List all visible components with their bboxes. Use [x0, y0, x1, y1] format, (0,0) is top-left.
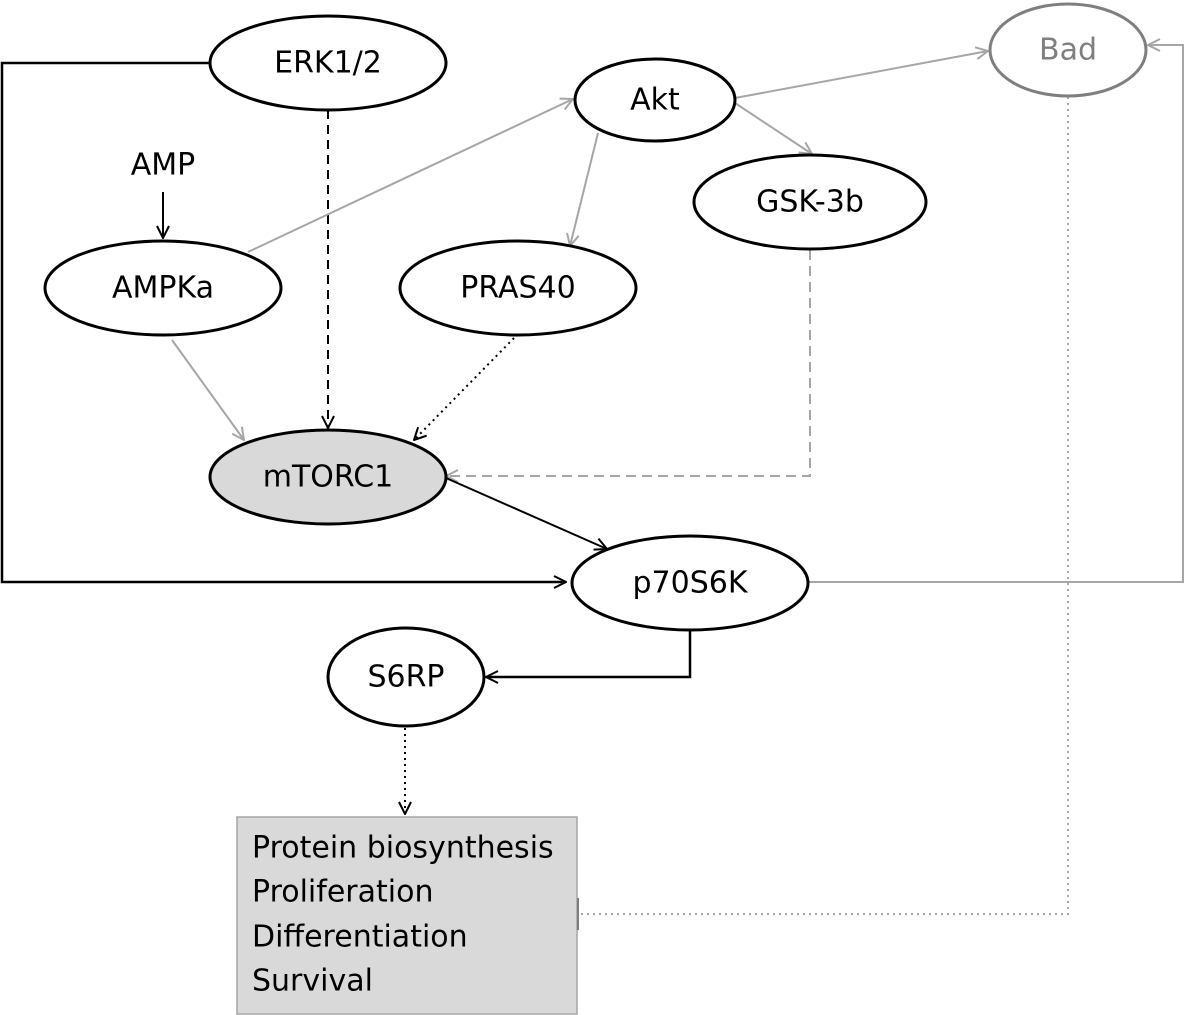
node-akt-label: Akt: [630, 83, 680, 118]
node-pras40: PRAS40: [398, 239, 638, 337]
node-bad-label: Bad: [1039, 33, 1097, 68]
node-erk: ERK1/2: [208, 14, 448, 112]
node-akt: Akt: [573, 57, 737, 143]
node-mtorc1-label: mTORC1: [263, 460, 394, 495]
node-mtorc1: mTORC1: [208, 428, 448, 526]
outcome-item: Proliferation: [252, 875, 433, 910]
edge-gsk3b-mtorc1: [446, 250, 811, 476]
edge-akt-bad: [734, 51, 988, 99]
edge-erk-p70s6k: [0, 61, 566, 582]
node-s6rp: S6RP: [326, 626, 486, 728]
edge-ampka-akt: [247, 99, 573, 253]
node-pras40-label: PRAS40: [460, 271, 575, 306]
edge-pras40-mtorc1: [414, 337, 515, 440]
node-gsk3b-label: GSK-3b: [756, 185, 864, 220]
node-p70s6k: p70S6K: [570, 534, 810, 632]
outcomes-box: Protein biosynthesis Proliferation Diffe…: [236, 816, 578, 1015]
outcome-item: Differentiation: [252, 920, 468, 955]
edge-akt-gsk3b: [734, 102, 812, 154]
edge-mtorc1-p70s6k: [445, 477, 607, 549]
edge-p70s6k-bad: [808, 45, 1184, 583]
edge-akt-pras40: [570, 132, 599, 246]
edge-bad-outcomes-inhibition: [580, 97, 1069, 915]
node-erk-label: ERK1/2: [274, 46, 382, 81]
outcome-item: Protein biosynthesis: [252, 831, 554, 866]
node-amp-label: AMP: [131, 148, 196, 183]
edge-ampka-mtorc1: [171, 339, 244, 440]
node-bad: Bad: [988, 2, 1148, 98]
outcome-item: Survival: [252, 964, 373, 999]
edge-p70s6k-s6rp: [486, 628, 692, 677]
node-s6rp-label: S6RP: [367, 660, 444, 695]
node-ampka: AMPKa: [43, 239, 283, 337]
node-ampka-label: AMPKa: [112, 271, 214, 306]
node-p70s6k-label: p70S6K: [632, 566, 748, 601]
node-gsk3b: GSK-3b: [692, 153, 928, 251]
